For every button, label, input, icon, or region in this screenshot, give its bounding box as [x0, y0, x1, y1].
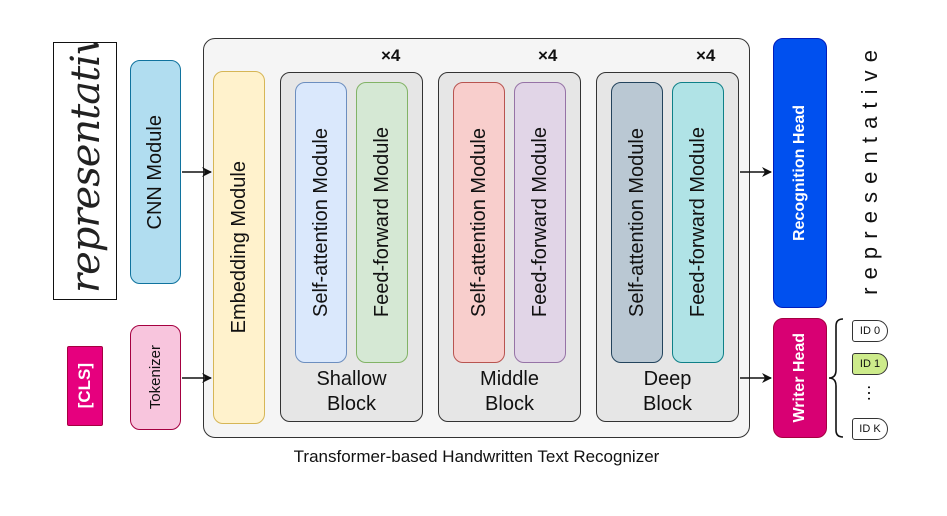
writer-id-0: ID 0 [852, 320, 888, 342]
input-handwriting-image: representative [53, 42, 117, 300]
shallow-self-attention-module: Self-attention Module [295, 82, 347, 363]
cnn-module: CNN Module [130, 60, 181, 284]
recognizer-caption: Transformer-based Handwritten Text Recog… [293, 447, 660, 466]
cls-token: [CLS] [67, 346, 103, 426]
embedding-module: Embedding Module [213, 71, 265, 424]
writer-head: Writer Head [773, 318, 827, 438]
writer-id-1: ID 1 [852, 353, 888, 375]
deep-self-attention-module: Self-attention Module [611, 82, 663, 363]
writer-id-k: ID K [852, 418, 888, 440]
middle-block-label-line1: Middle [480, 368, 539, 390]
recognition-head: Recognition Head [773, 38, 827, 308]
shallow-block-label-line1: Shallow [316, 368, 387, 390]
middle-feed-forward-module: Feed-forward Module [514, 82, 566, 363]
deep-block-label-line1: Deep [643, 368, 692, 390]
tokenizer-module: Tokenizer [130, 325, 181, 430]
middle-self-attention-module: Self-attention Module [453, 82, 505, 363]
shallow-block-label-line2: Block [327, 393, 376, 415]
middle-block-label-line2: Block [485, 393, 534, 415]
middle-repeat-count: ×4 [538, 46, 558, 65]
deep-feed-forward-module: Feed-forward Module [672, 82, 724, 363]
deep-repeat-count: ×4 [696, 46, 716, 65]
writer-id-ellipsis: … [864, 384, 884, 402]
deep-block-label-line2: Block [643, 393, 692, 415]
shallow-repeat-count: ×4 [381, 46, 401, 65]
shallow-feed-forward-module: Feed-forward Module [356, 82, 408, 363]
writer-id-brace [828, 318, 844, 438]
